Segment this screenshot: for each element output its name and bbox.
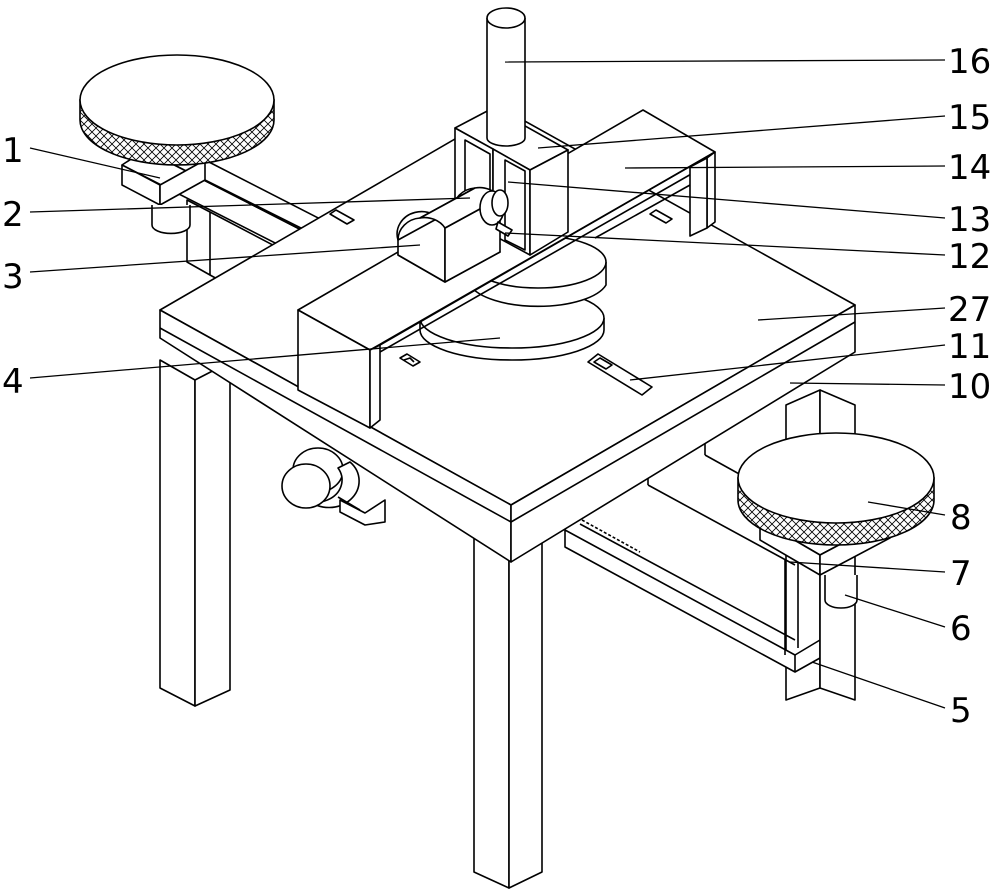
left-wheel-bolt	[152, 205, 190, 233]
label-11: 11	[948, 327, 991, 367]
label-1: 1	[2, 131, 24, 171]
label-4: 4	[2, 362, 24, 402]
label-12: 12	[948, 237, 991, 277]
label-3: 3	[2, 257, 24, 297]
label-27: 27	[948, 290, 991, 330]
vertical-cylinder	[487, 8, 525, 146]
label-6: 6	[950, 609, 972, 649]
label-13: 13	[948, 200, 991, 240]
label-5: 5	[950, 691, 972, 731]
label-7: 7	[950, 554, 972, 594]
label-14: 14	[948, 148, 991, 188]
label-15: 15	[948, 98, 991, 138]
left-handwheel	[80, 55, 274, 165]
right-handwheel	[738, 433, 934, 545]
label-10: 10	[948, 367, 991, 407]
label-8: 8	[950, 498, 972, 538]
label-2: 2	[2, 195, 24, 235]
label-16: 16	[948, 42, 991, 82]
